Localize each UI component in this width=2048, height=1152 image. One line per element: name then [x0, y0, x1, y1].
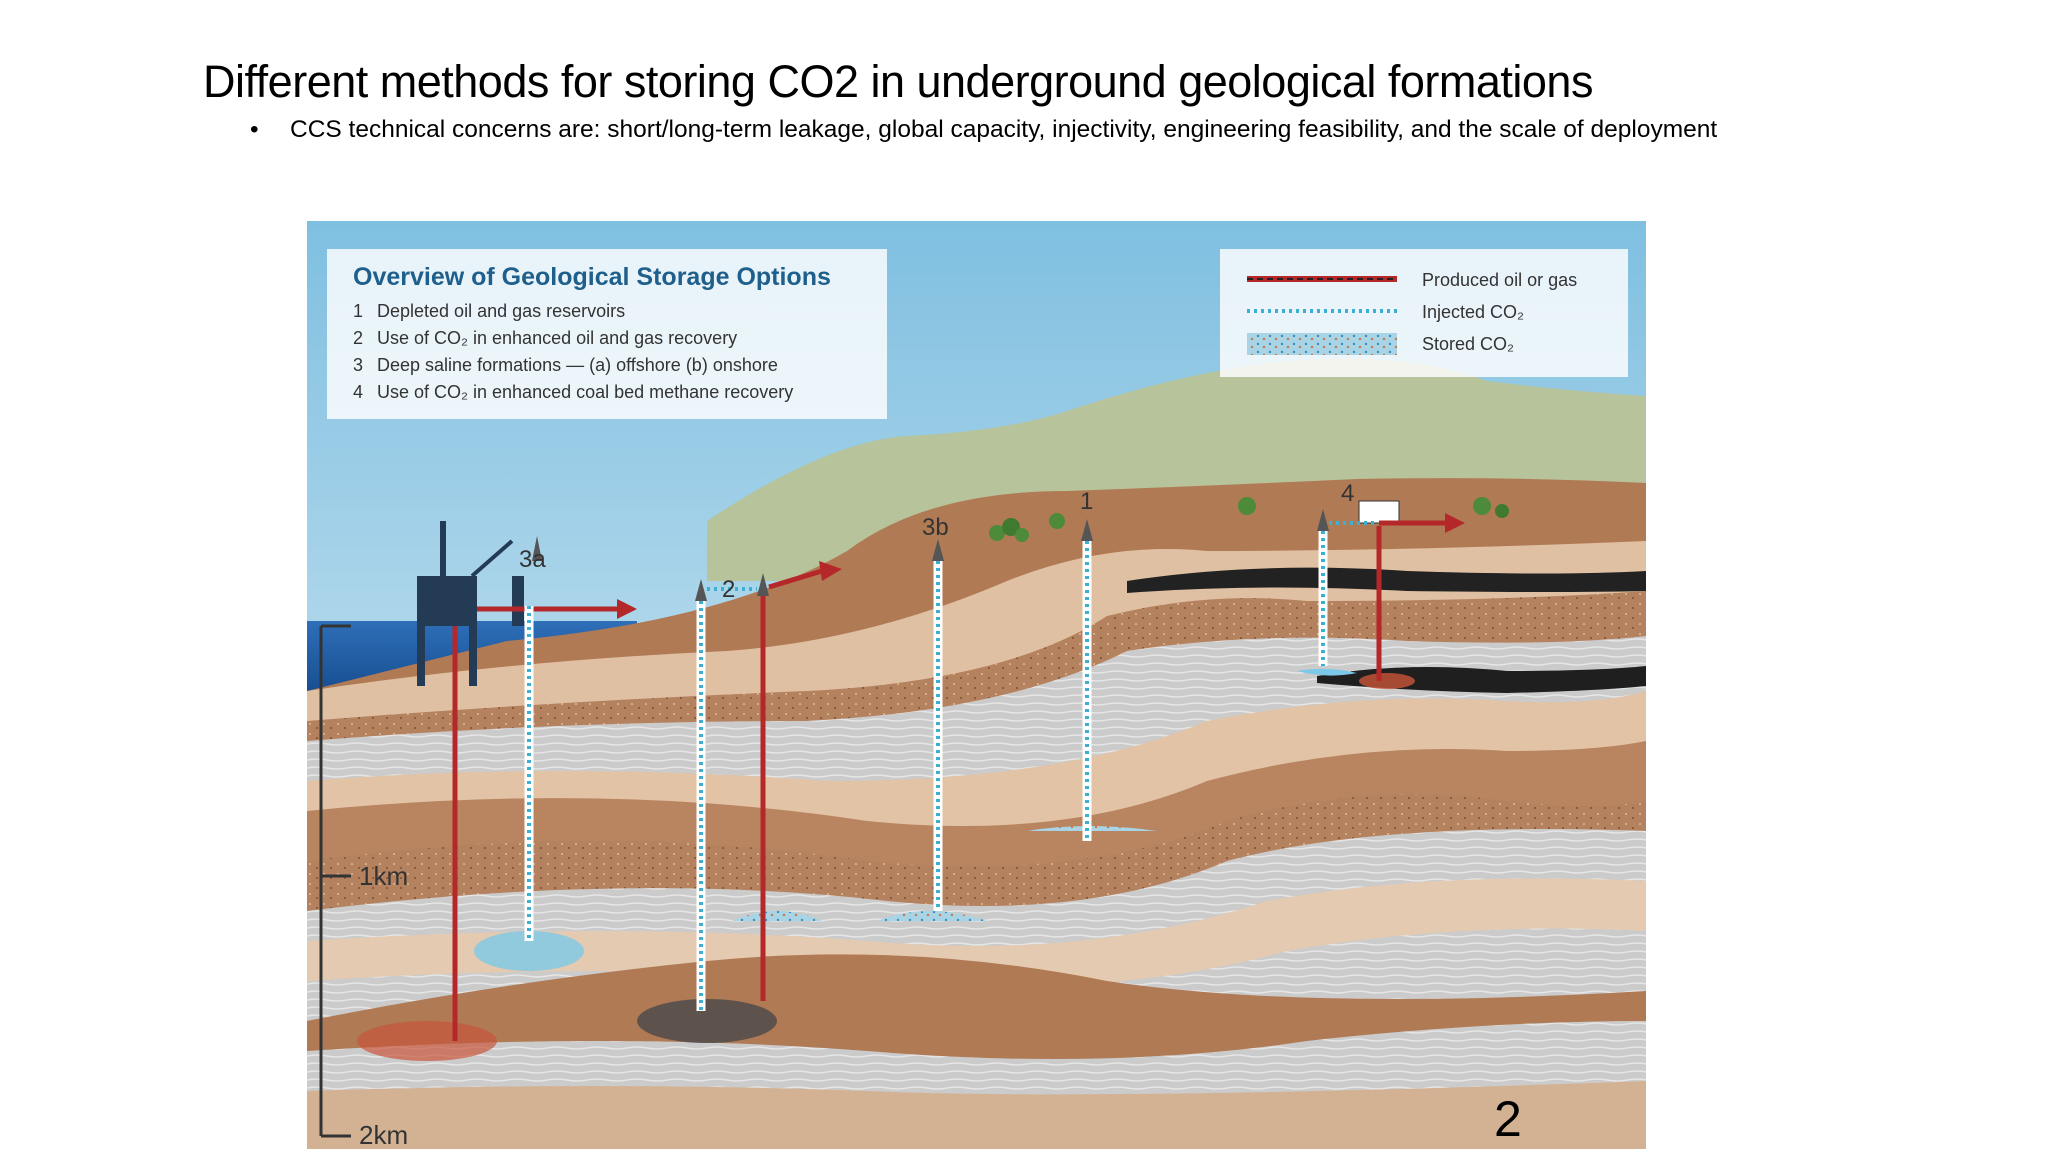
page-number: 2: [1494, 1091, 1522, 1147]
production-wells: [452, 513, 1465, 1041]
site-label-3a: 3a: [519, 546, 546, 573]
legend-produced-label: Produced oil or gas: [1422, 270, 1577, 290]
legend-injected-label: Injected CO₂: [1422, 302, 1524, 322]
overview-item-2-num: 2: [353, 328, 363, 348]
slide-title: Different methods for storing CO2 in und…: [203, 56, 1593, 107]
depth-label-1km: 1km: [359, 861, 408, 891]
site-label-1: 1: [1080, 488, 1093, 515]
overview-item-4-num: 4: [353, 382, 363, 402]
site-label-3b: 3b: [922, 514, 949, 541]
bullet-dot-icon: •: [250, 116, 259, 143]
legend-stored-label: Stored CO₂: [1422, 334, 1514, 354]
bullet-text: CCS technical concerns are: short/long-t…: [290, 116, 1718, 143]
depth-scale: [319, 624, 351, 1138]
overview-item-1-num: 1: [353, 301, 363, 321]
overview-item-1: Depleted oil and gas reservoirs: [377, 301, 625, 321]
overview-title: Overview of Geological Storage Options: [353, 263, 831, 291]
offshore-platform-icon: [417, 521, 524, 686]
trees: [989, 497, 1509, 542]
injection-wells: [524, 521, 1375, 1011]
overview-box: Overview of Geological Storage Options 1…: [327, 249, 887, 419]
depth-label-2km: 2km: [359, 1120, 408, 1149]
site-label-4: 4: [1341, 480, 1354, 507]
overview-item-3: Deep saline formations — (a) offshore (b…: [377, 355, 778, 375]
overview-item-2: Use of CO₂ in enhanced oil and gas recov…: [377, 328, 737, 348]
wellhead-icons: [532, 500, 1400, 601]
stored-co2-zones: [357, 668, 1415, 1061]
geological-storage-diagram: 3a 2 3b 1 4 1km 2km Overview of Geologic…: [307, 221, 1646, 1149]
site-label-2: 2: [722, 576, 735, 603]
overview-item-3-num: 3: [353, 355, 363, 375]
legend-stored-swatch: [1247, 333, 1397, 355]
overview-item-4: Use of CO₂ in enhanced coal bed methane …: [377, 382, 793, 402]
bullet-item: • CCS technical concerns are: short/long-…: [250, 116, 1717, 144]
legend: Produced oil or gas Injected CO₂ Stored …: [1220, 249, 1628, 377]
